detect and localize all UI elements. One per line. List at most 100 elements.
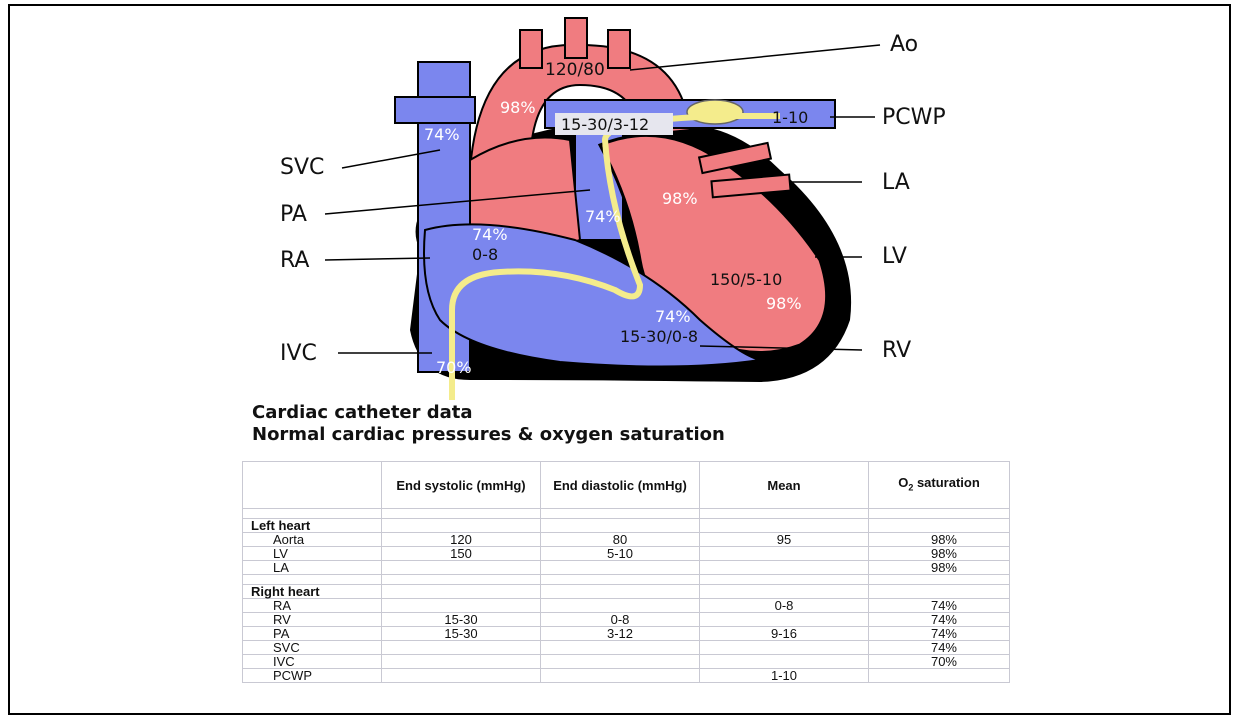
- rv-pressure: 15-30/0-8: [620, 327, 698, 346]
- table-cell: [382, 575, 541, 585]
- table-cell: 95: [700, 533, 869, 547]
- table-cell: [700, 519, 869, 533]
- table-cell: 74%: [869, 599, 1010, 613]
- caption-line-1: Cardiac catheter data: [252, 402, 473, 423]
- la-sat: 98%: [662, 189, 698, 208]
- label-ao: Ao: [890, 32, 918, 57]
- table-cell: [382, 669, 541, 683]
- caption-line-2: Normal cardiac pressures & oxygen satura…: [252, 424, 725, 445]
- lv-pressure: 150/5-10: [710, 270, 782, 289]
- ao-line: [630, 45, 880, 70]
- table-cell: [700, 655, 869, 669]
- table-cell: [541, 669, 700, 683]
- table-cell: 1-10: [700, 669, 869, 683]
- section-right-heart: Right heart: [243, 585, 1010, 599]
- header-mean: Mean: [700, 462, 869, 509]
- table-cell: PCWP: [243, 669, 382, 683]
- table-cell: [700, 585, 869, 599]
- table-cell: SVC: [243, 641, 382, 655]
- table-cell: 0-8: [700, 599, 869, 613]
- label-ivc: IVC: [280, 341, 317, 366]
- table-cell: Left heart: [243, 519, 382, 533]
- aorta-sat: 98%: [500, 98, 536, 117]
- table-cell: 3-12: [541, 627, 700, 641]
- table-cell: 70%: [869, 655, 1010, 669]
- table-row: PA 15-30 3-12 9-16 74%: [243, 627, 1010, 641]
- pulmonary-branch-left: [395, 97, 475, 123]
- label-ra: RA: [280, 248, 309, 273]
- label-lv: LV: [882, 244, 907, 269]
- table-cell: 15-30: [382, 613, 541, 627]
- table-cell: [541, 509, 700, 519]
- table-cell: 150: [382, 547, 541, 561]
- table-cell: [382, 641, 541, 655]
- table-cell: 15-30: [382, 627, 541, 641]
- lv-sat: 98%: [766, 294, 802, 313]
- table-cell: 5-10: [541, 547, 700, 561]
- pcwp-balloon: [687, 100, 743, 124]
- svc-sat: 74%: [424, 125, 460, 144]
- heart-diagram: 120/80 98% 15-30/3-12 1-10 74% 98% 74% 7…: [0, 0, 1241, 400]
- table-cell: [382, 655, 541, 669]
- table-cell: 80: [541, 533, 700, 547]
- ra-sat: 74%: [472, 225, 508, 244]
- table-cell: [541, 575, 700, 585]
- section-left-heart: Left heart: [243, 519, 1010, 533]
- label-svc: SVC: [280, 155, 324, 180]
- ra-line: [325, 258, 430, 260]
- label-pcwp: PCWP: [882, 105, 946, 130]
- table-cell: [382, 599, 541, 613]
- table-cell: 74%: [869, 627, 1010, 641]
- table-cell: IVC: [243, 655, 382, 669]
- aortic-branch-3: [608, 30, 630, 68]
- table-cell: 98%: [869, 533, 1010, 547]
- table-cell: 74%: [869, 641, 1010, 655]
- ra-pressure: 0-8: [472, 245, 498, 264]
- table-cell: [869, 669, 1010, 683]
- table-row: PCWP 1-10: [243, 669, 1010, 683]
- header-blank: [243, 462, 382, 509]
- table-cell: [541, 585, 700, 599]
- table-cell: [869, 509, 1010, 519]
- table-cell: [700, 547, 869, 561]
- label-rv: RV: [882, 338, 911, 363]
- header-o2-saturation: O2 saturation: [869, 462, 1010, 509]
- table-cell: [382, 561, 541, 575]
- label-la: LA: [882, 170, 910, 195]
- table-cell: 120: [382, 533, 541, 547]
- rv-sat: 74%: [655, 307, 691, 326]
- table-cell: 0-8: [541, 613, 700, 627]
- pressure-table: End systolic (mmHg) End diastolic (mmHg)…: [242, 461, 1010, 683]
- header-end-diastolic: End diastolic (mmHg): [541, 462, 700, 509]
- table-cell: RV: [243, 613, 382, 627]
- table-cell: [700, 575, 869, 585]
- pa-sat: 74%: [585, 207, 621, 226]
- table-row: LA 98%: [243, 561, 1010, 575]
- table-cell: PA: [243, 627, 382, 641]
- pa-pressure: 15-30/3-12: [561, 115, 649, 134]
- aorta-pressure: 120/80: [545, 60, 605, 80]
- table-cell: [243, 509, 382, 519]
- pcwp-pressure: 1-10: [772, 108, 808, 127]
- table-cell: [869, 585, 1010, 599]
- table-cell: 9-16: [700, 627, 869, 641]
- table-cell: 98%: [869, 547, 1010, 561]
- table-cell: LA: [243, 561, 382, 575]
- aortic-branch-2: [565, 18, 587, 58]
- aortic-branch-1: [520, 30, 542, 68]
- table-cell: [541, 561, 700, 575]
- table-cell: [700, 509, 869, 519]
- table-row: RA 0-8 74%: [243, 599, 1010, 613]
- header-end-systolic: End systolic (mmHg): [382, 462, 541, 509]
- table-row: Aorta 120 80 95 98%: [243, 533, 1010, 547]
- table-cell: [382, 519, 541, 533]
- spacer-row: [243, 575, 1010, 585]
- table-cell: [243, 575, 382, 585]
- table-row: RV 15-30 0-8 74%: [243, 613, 1010, 627]
- table-cell: [869, 575, 1010, 585]
- table-cell: LV: [243, 547, 382, 561]
- table-cell: [541, 519, 700, 533]
- table-cell: [869, 519, 1010, 533]
- table-cell: [700, 561, 869, 575]
- table-cell: [541, 599, 700, 613]
